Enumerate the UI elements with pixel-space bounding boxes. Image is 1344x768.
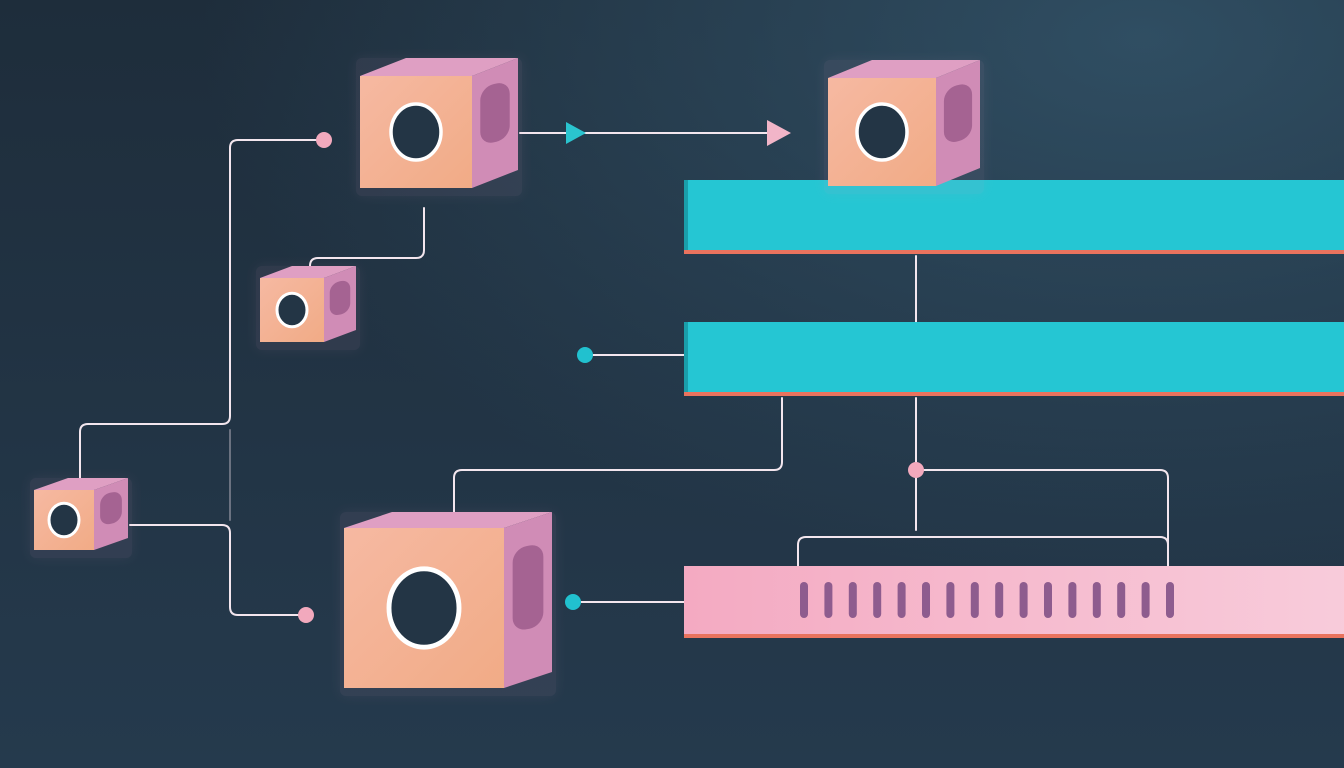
wire-leftcube-to-bottomnode [129,524,299,616]
cube-top-center-top [360,58,518,76]
bar-slot [922,582,930,618]
node-cyan-upper [577,347,593,363]
bar-cyan-upper-face [684,180,1344,250]
bar-slot [1092,582,1101,618]
ring-port-icon [386,566,462,650]
bar-slot [1019,582,1028,618]
cube-large-bottom-side-recess [512,545,544,630]
bar-cyan-lower [684,322,1344,396]
ring-port-icon [47,501,81,539]
bar-slot [897,582,906,618]
bar-slot [848,582,857,618]
bar-slot [873,582,882,618]
cube-small-left-side-recess [100,492,122,525]
wire-bar-to-largecube [453,397,783,517]
connector-wires [79,132,1169,616]
arrow-head-cyan [566,122,586,144]
port-hole [855,102,909,162]
port-hole [389,102,443,162]
wire-bracket [797,536,1169,567]
bar-cyan-upper-shadow [684,180,688,250]
node-pink-junction [908,462,924,478]
node-pink-top [316,132,332,148]
cube-top-center [356,58,522,196]
bars [684,180,1344,638]
cube-top-center-side-recess [480,83,510,143]
wire-leftcube-to-topnode [79,139,319,489]
bar-slot [1141,582,1150,618]
cube-small-left-top [34,478,128,490]
bar-slot [824,582,833,618]
bar-slot [946,582,955,618]
cube-top-right-side-recess [943,84,973,142]
cubes [30,58,984,696]
port-hole [47,501,81,539]
bar-slot [970,582,979,618]
connector-nodes [298,132,924,623]
cube-top-right [824,60,984,194]
ring-port-icon [855,102,909,162]
cube-small-middle [256,266,360,350]
arrow-head-pink [767,120,791,146]
ring-port-icon [389,102,443,162]
bar-cyan-lower-edge [684,390,1344,396]
port-hole [275,291,309,329]
bar-cyan-upper-edge [684,248,1344,254]
bar-slot [1166,582,1174,618]
cube-large-bottom-top [344,512,552,528]
ring-port-icon [275,291,309,329]
bar-cyan-upper [684,180,1344,254]
bar-slot [995,582,1004,618]
cube-small-left [30,478,132,558]
wire-junction-branch [915,469,1169,567]
bar-pink-slotted [684,566,1344,638]
bar-slot [1117,582,1126,618]
bar-cyan-lower-shadow [684,322,688,392]
cube-top-right-top [828,60,980,78]
bar-cyan-lower-face [684,322,1344,392]
bar-pink-slotted-face [684,566,1344,634]
wire-topcube-to-smallcube [309,207,425,273]
bar-slot [1068,582,1077,618]
cube-small-middle-side-recess [329,280,351,316]
node-pink-bottom [298,607,314,623]
bar-slot [800,582,808,618]
bar-slot [1044,582,1052,618]
cube-large-bottom [340,512,556,696]
bar-pink-slotted-edge [684,632,1344,638]
node-cyan-lower [565,594,581,610]
port-hole [386,566,462,650]
